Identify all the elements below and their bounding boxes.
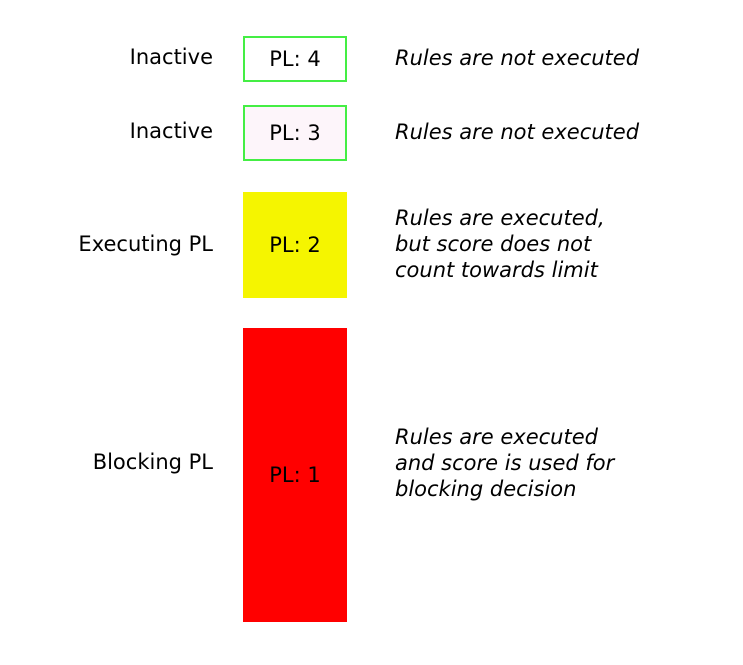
pl-description-1: Rules are executed and score is used for… [395,424,735,502]
pl-box-1: PL: 1 [243,328,347,622]
pl-description-4-line-1: Rules are not executed [395,46,640,70]
pl-description-3-line-1: Rules are not executed [395,120,640,144]
pl-description-2-line-2: but score does not [395,232,592,256]
pl-description-2-line-3: count towards limit [395,258,598,282]
pl-description-4: Rules are not executed [395,45,735,71]
pl-box-label-4: PL: 4 [269,47,321,71]
pl-description-2: Rules are executed, but score does not c… [395,205,735,283]
pl-box-label-1: PL: 1 [269,463,321,487]
pl-description-1-line-2: and score is used for [395,451,615,475]
state-label-pl1: Blocking PL [92,450,213,474]
pl-box-2: PL: 2 [243,192,347,298]
state-label-pl4: Inactive [129,45,213,69]
pl-box-3: PL: 3 [243,105,347,161]
pl-description-1-line-3: blocking decision [395,477,577,501]
pl-box-label-2: PL: 2 [269,233,321,257]
pl-description-2-line-1: Rules are executed, [395,206,605,230]
pl-box-4: PL: 4 [243,36,347,82]
state-label-pl3: Inactive [129,119,213,143]
pl-description-3: Rules are not executed [395,119,735,145]
pl-box-label-3: PL: 3 [269,121,321,145]
pl-description-1-line-1: Rules are executed [395,425,598,449]
state-label-pl2: Executing PL [78,232,213,256]
